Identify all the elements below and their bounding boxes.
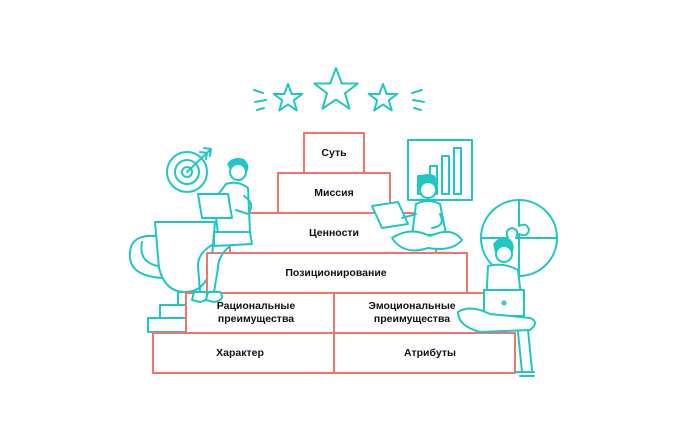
star-icon	[313, 67, 359, 110]
pyramid-label-sut: Суть	[321, 147, 347, 159]
pyramid-label-ratsionalnye-line2: преимущества	[218, 313, 294, 325]
pyramid-level-atributy	[333, 332, 516, 374]
person-icon	[371, 173, 463, 252]
person-icon	[191, 157, 253, 303]
sparkle-lines	[253, 89, 425, 111]
pyramid-label-atributy: Атрибуты	[404, 347, 456, 359]
stars-group	[253, 67, 425, 112]
person-icon	[457, 237, 536, 377]
star-icon	[272, 83, 304, 112]
target-icon	[166, 147, 212, 193]
pyramid-label-ratsionalnye-line1: Рациональные	[217, 300, 296, 312]
star-icon	[367, 83, 399, 112]
pyramid-label-emotsionalnye-line2: преимущества	[374, 313, 450, 325]
pyramid-label-harakter: Характер	[216, 347, 264, 359]
pyramid-label-emotsionalnye-line1: Эмоциональные	[368, 300, 455, 312]
pyramid-level-sut	[303, 132, 365, 174]
bar-chart-icon	[407, 139, 473, 201]
pyramid-label-tsennosti: Ценности	[309, 227, 359, 239]
pyramid-label-pozitsionirovanie: Позиционирование	[285, 267, 386, 279]
pyramid-label-missiya: Миссия	[314, 187, 353, 199]
pyramid-level-harakter	[152, 332, 335, 374]
laptop-icon	[483, 289, 525, 317]
